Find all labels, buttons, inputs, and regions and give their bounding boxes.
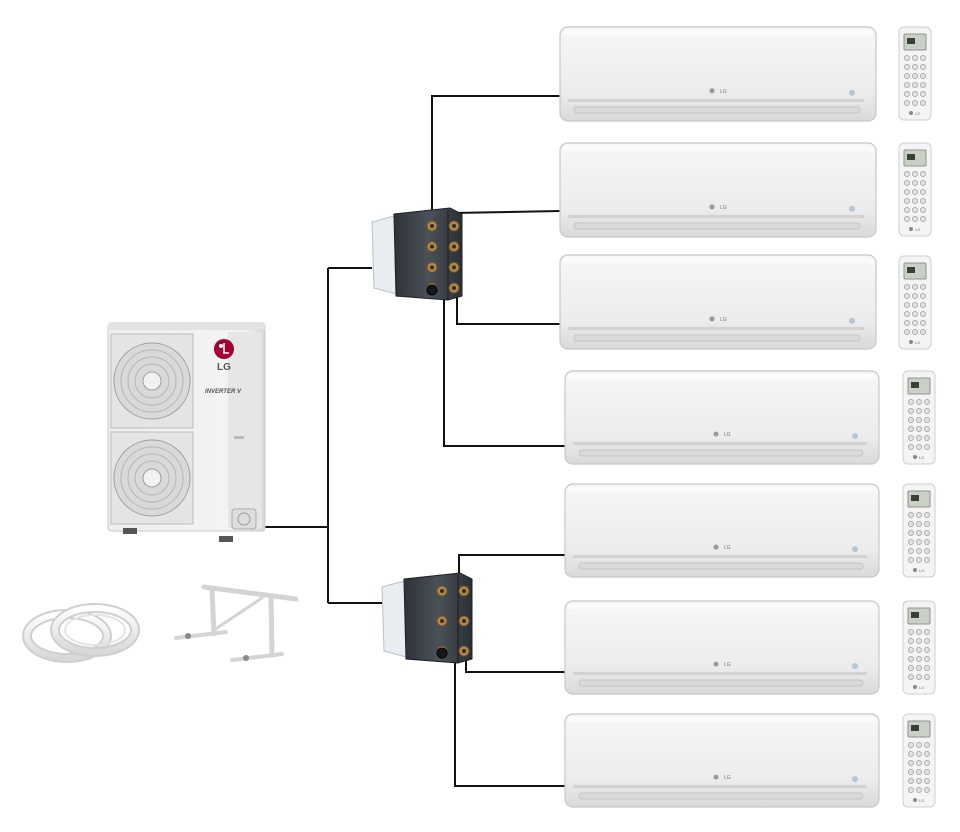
remote-controls: LG LG LG LG LG LG LG	[898, 26, 936, 808]
lg-logo-icon	[214, 339, 234, 359]
branch-box-bottom	[381, 572, 473, 664]
status-display-icon	[849, 317, 855, 324]
fan-grille-lower-icon	[110, 431, 194, 525]
status-display-icon	[852, 776, 858, 783]
remote-control-6: LG	[902, 600, 936, 695]
remote-control-1: LG	[898, 26, 932, 121]
lg-mini-logo-icon	[713, 661, 719, 667]
indoor-unit-4: LG	[564, 370, 880, 465]
status-display-icon	[849, 89, 855, 96]
remote-logo-text: LG	[919, 568, 924, 573]
copper-pipe-coils-icon	[22, 603, 140, 663]
line-indoor-3	[456, 295, 560, 325]
remote-logo-text: LG	[915, 227, 920, 232]
status-display-icon	[852, 546, 858, 553]
status-display-icon	[849, 205, 855, 212]
line-indoor-6	[465, 655, 565, 673]
indoor-units: LG LG LG LG LG LG LG	[559, 26, 880, 808]
piping-lines	[262, 95, 565, 787]
remote-control-7: LG	[902, 713, 936, 808]
lg-mini-logo-icon	[713, 774, 719, 780]
remote-logo-text: LG	[919, 455, 924, 460]
wall-bracket-icon	[174, 584, 299, 662]
indoor-logo-text: LG	[720, 205, 727, 211]
status-display-icon	[852, 663, 858, 670]
outdoor-brand-text: LG	[217, 362, 231, 373]
outdoor-series-text: INVERTER V	[205, 389, 242, 395]
indoor-unit-2: LG	[559, 142, 877, 238]
outdoor-unit: LG INVERTER V	[107, 322, 266, 542]
status-display-icon	[852, 433, 858, 440]
line-indoor-2	[451, 210, 561, 214]
line-indoor-4	[443, 295, 565, 447]
remote-control-2: LG	[898, 142, 932, 237]
lg-mini-logo-icon	[709, 204, 715, 210]
indoor-logo-text: LG	[720, 89, 727, 95]
remote-control-3: LG	[898, 255, 932, 350]
branch-distribution-boxes	[371, 207, 473, 664]
remote-logo-text: LG	[915, 340, 920, 345]
fan-grille-upper-icon	[110, 333, 194, 429]
indoor-unit-5: LG	[564, 483, 880, 578]
lg-mini-logo-icon	[709, 88, 715, 94]
indoor-unit-3: LG	[559, 254, 877, 350]
indoor-logo-text: LG	[720, 317, 727, 323]
line-indoor-1	[431, 95, 560, 213]
indoor-logo-text: LG	[724, 432, 731, 438]
remote-control-4: LG	[902, 370, 936, 465]
indoor-unit-6: LG	[564, 600, 880, 695]
branch-box-top	[371, 207, 463, 301]
indoor-unit-7: LG	[564, 713, 880, 808]
indoor-logo-text: LG	[724, 662, 731, 668]
line-indoor-7	[454, 655, 565, 787]
remote-logo-text: LG	[919, 798, 924, 803]
lg-mini-logo-icon	[713, 431, 719, 437]
remote-logo-text: LG	[915, 111, 920, 116]
lg-mini-logo-icon	[713, 544, 719, 550]
indoor-logo-text: LG	[724, 775, 731, 781]
line-indoor-5	[458, 554, 565, 578]
indoor-unit-1: LG	[559, 26, 877, 122]
remote-logo-text: LG	[919, 685, 924, 690]
lg-mini-logo-icon	[709, 316, 715, 322]
indoor-logo-text: LG	[724, 545, 731, 551]
remote-control-5: LG	[902, 483, 936, 578]
